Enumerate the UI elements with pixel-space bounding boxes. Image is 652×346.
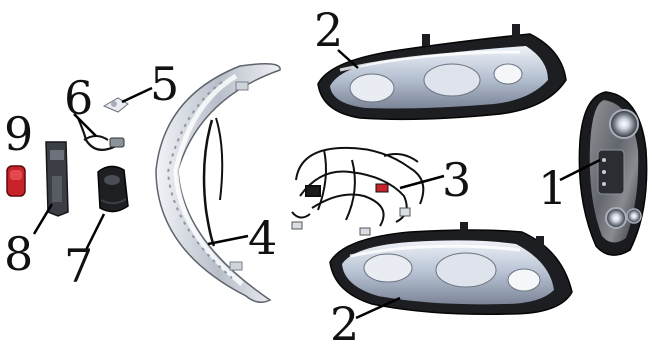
callout-3: 3 xyxy=(442,153,471,207)
callout-2-lower: 2 xyxy=(330,297,359,346)
callout-4: 4 xyxy=(248,211,277,265)
part-wiring-harness xyxy=(292,148,423,235)
leader-line-4 xyxy=(208,236,248,244)
callout-6: 6 xyxy=(64,71,93,125)
callout-2-upper: 2 xyxy=(314,3,343,57)
leader-line-8 xyxy=(34,204,52,234)
part-relay-module xyxy=(98,166,128,211)
part-headlight-upper xyxy=(318,24,566,119)
part-reflector-bracket xyxy=(46,142,68,216)
leader-line-5 xyxy=(122,88,152,102)
part-instrument-cluster xyxy=(579,92,646,255)
callout-1: 1 xyxy=(538,161,567,215)
part-headlight-lower xyxy=(330,222,572,314)
callout-7: 7 xyxy=(64,239,93,293)
callout-8: 8 xyxy=(4,227,33,281)
leader-line-3 xyxy=(400,176,444,188)
callout-5: 5 xyxy=(150,57,179,111)
part-red-reflector xyxy=(7,166,25,196)
callout-9: 9 xyxy=(4,107,33,161)
